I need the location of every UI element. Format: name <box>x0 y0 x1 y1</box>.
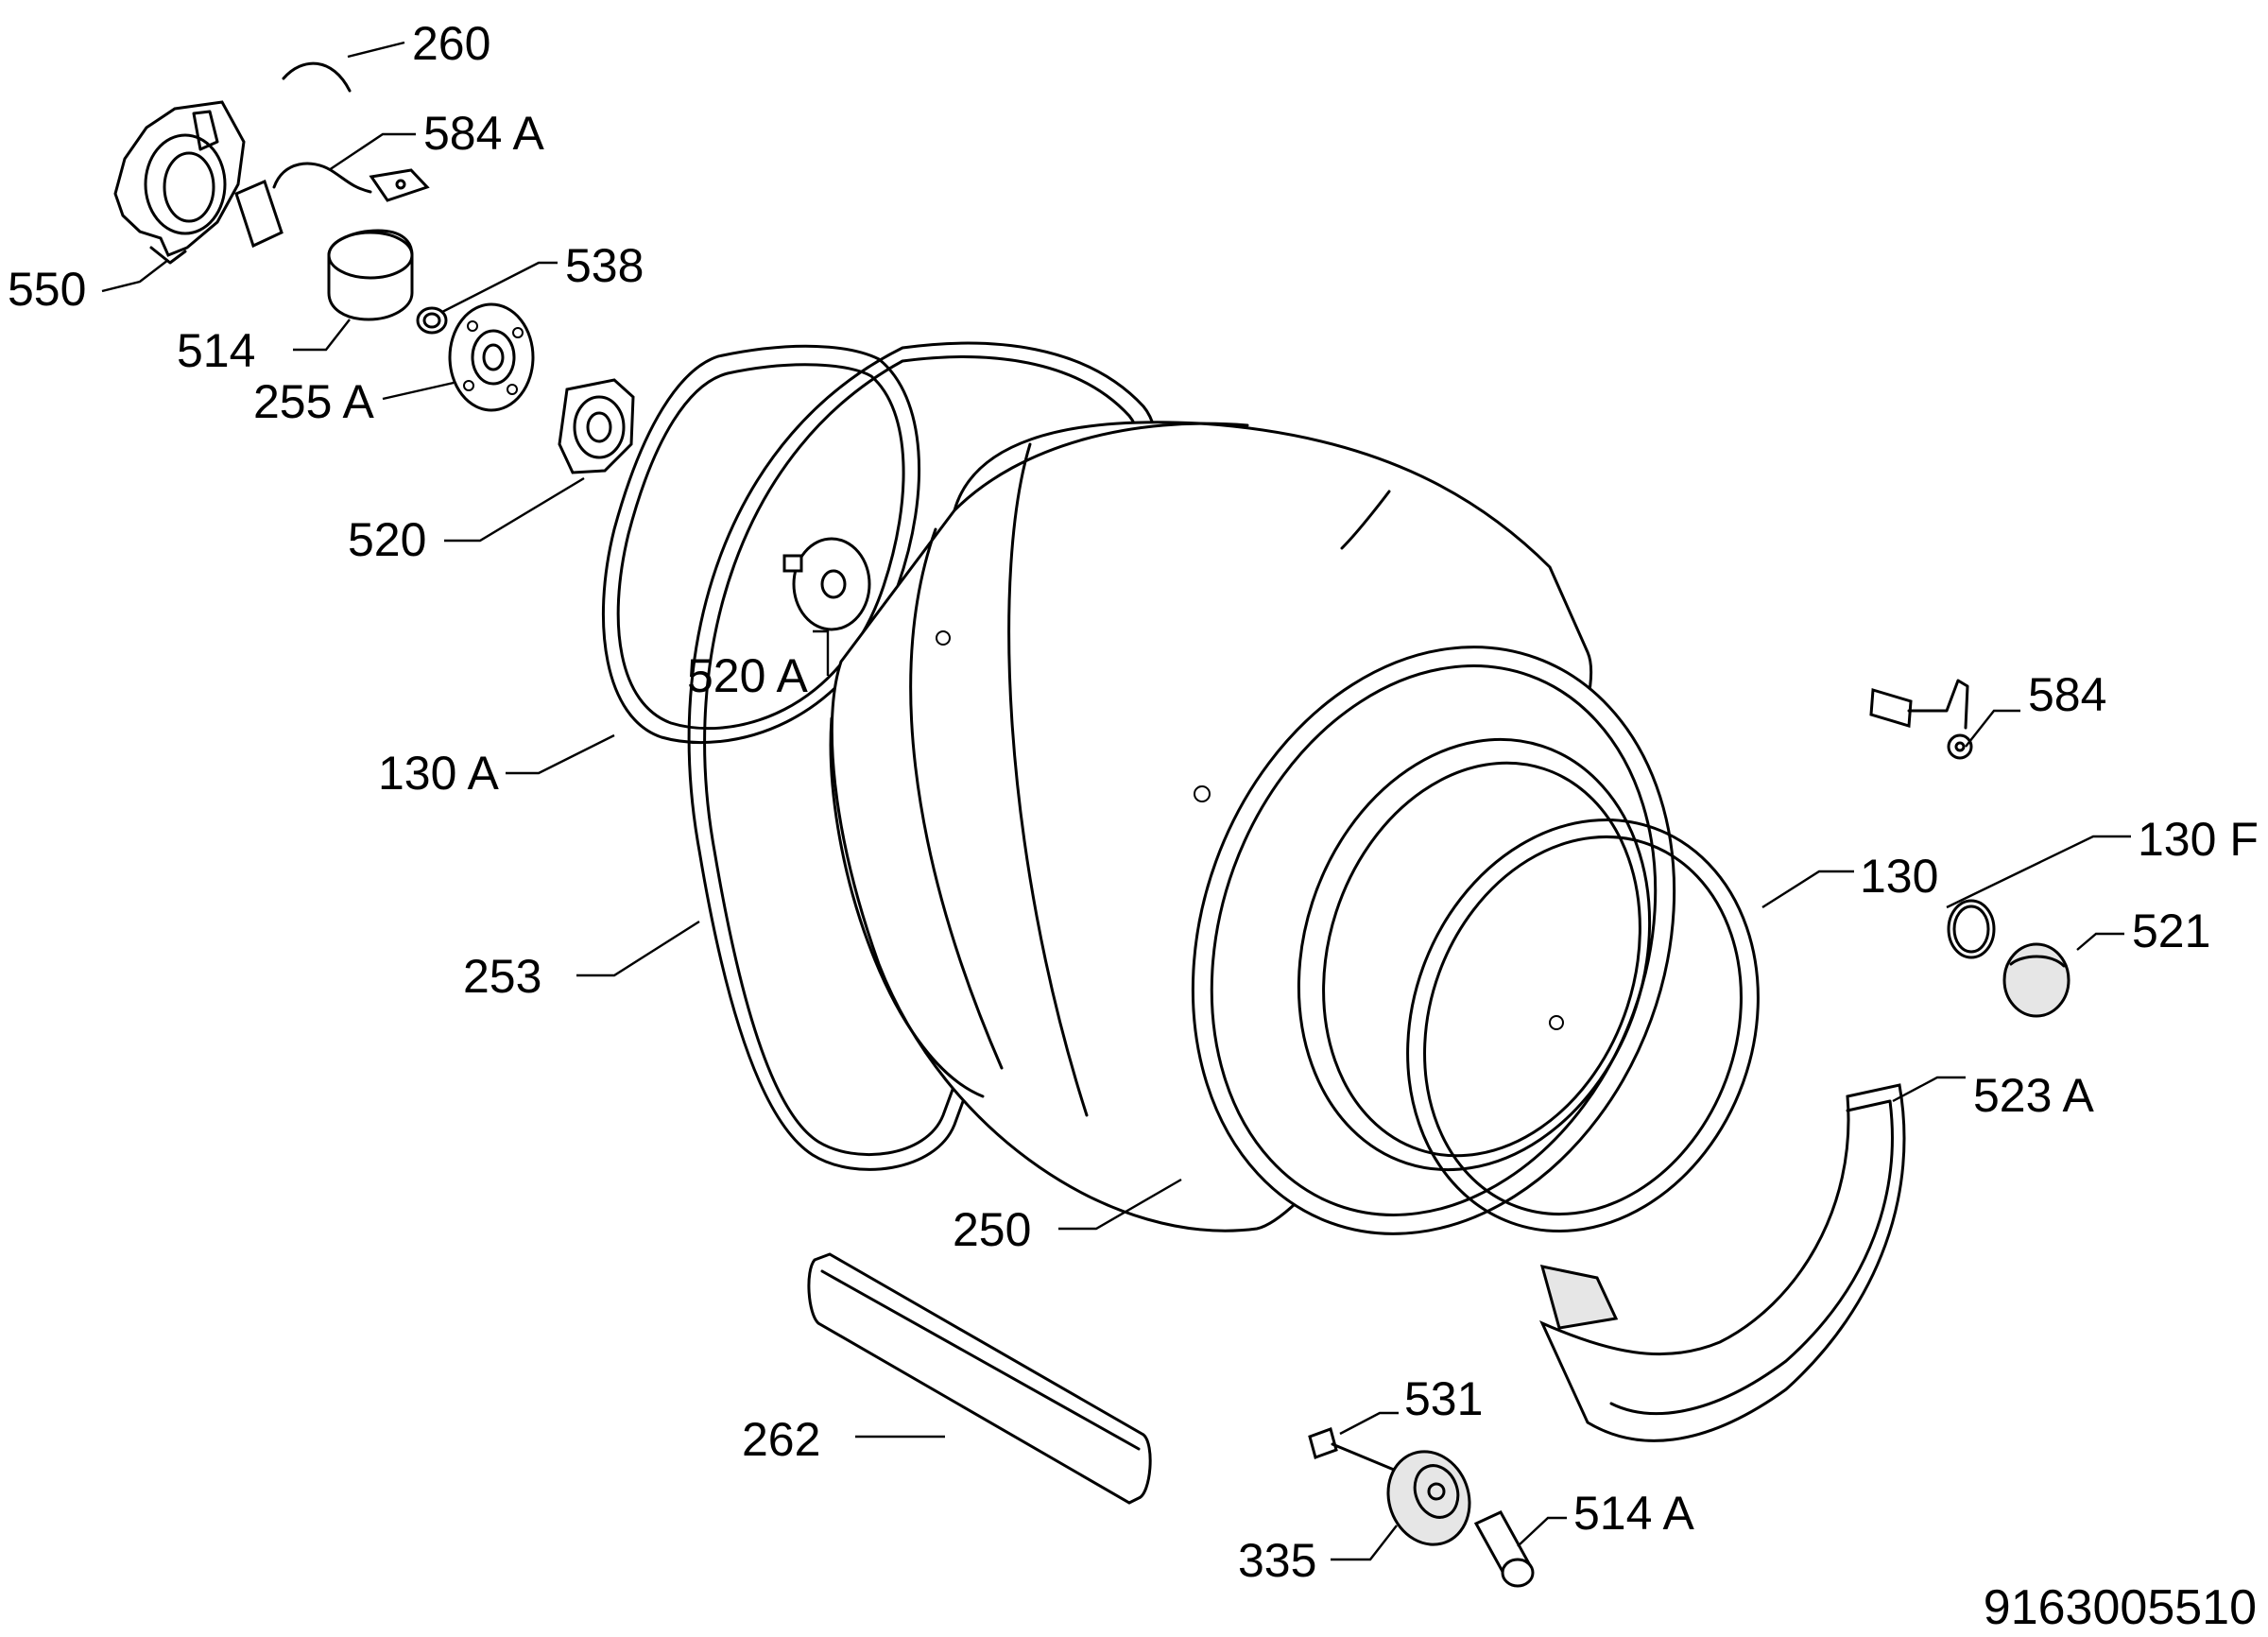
part-260-wire <box>282 61 352 93</box>
part-255A-bearing-plate <box>448 302 535 412</box>
part-130F-o-ring <box>1947 899 1996 959</box>
callout-130A: 130 A <box>378 747 500 800</box>
part-514A-axle-pin <box>1473 1510 1535 1588</box>
callout-260: 260 <box>412 17 490 70</box>
callout-584A: 584 A <box>423 107 545 160</box>
callout-130F: 130 F <box>2138 813 2259 866</box>
part-531-screw <box>1308 1427 1396 1472</box>
part-262-strip <box>807 1252 1152 1505</box>
callout-262: 262 <box>742 1413 820 1466</box>
part-514-bearing-sleeve <box>327 229 414 321</box>
part-520-flange <box>558 378 635 474</box>
callout-255A: 255 A <box>253 375 375 428</box>
leader-lines <box>101 41 2131 1561</box>
part-550-bearing-bracket <box>113 100 246 265</box>
callout-521: 521 <box>2132 905 2210 957</box>
callout-130: 130 <box>1860 850 1938 903</box>
document-number: 9163005510 <box>1984 1580 2257 1635</box>
part-584A-sensor <box>234 162 430 249</box>
part-584-sensor <box>1869 679 1973 760</box>
callout-253: 253 <box>463 950 541 1003</box>
part-335-roller <box>1386 1450 1471 1546</box>
callout-520A: 520 A <box>687 649 809 702</box>
callout-514A: 514 A <box>1573 1487 1695 1540</box>
callout-514: 514 <box>177 324 255 377</box>
part-520A-shaft-disc <box>782 537 871 631</box>
callout-531: 531 <box>1404 1372 1483 1425</box>
part-250-drum <box>829 421 1676 1235</box>
callout-523A: 523 A <box>1973 1069 2095 1122</box>
part-523A-bearing-strip <box>1538 1083 1906 1442</box>
part-253-drive-belt <box>687 341 1160 1171</box>
callout-520: 520 <box>348 513 426 566</box>
callout-584: 584 <box>2028 668 2106 721</box>
callout-250: 250 <box>953 1203 1031 1256</box>
part-538-ring <box>416 306 448 335</box>
callout-550: 550 <box>8 263 86 316</box>
part-521-cap <box>2002 942 2070 1018</box>
callout-538: 538 <box>565 239 644 292</box>
callout-335: 335 <box>1238 1534 1316 1587</box>
part-130-front-seal <box>1406 818 1760 1233</box>
